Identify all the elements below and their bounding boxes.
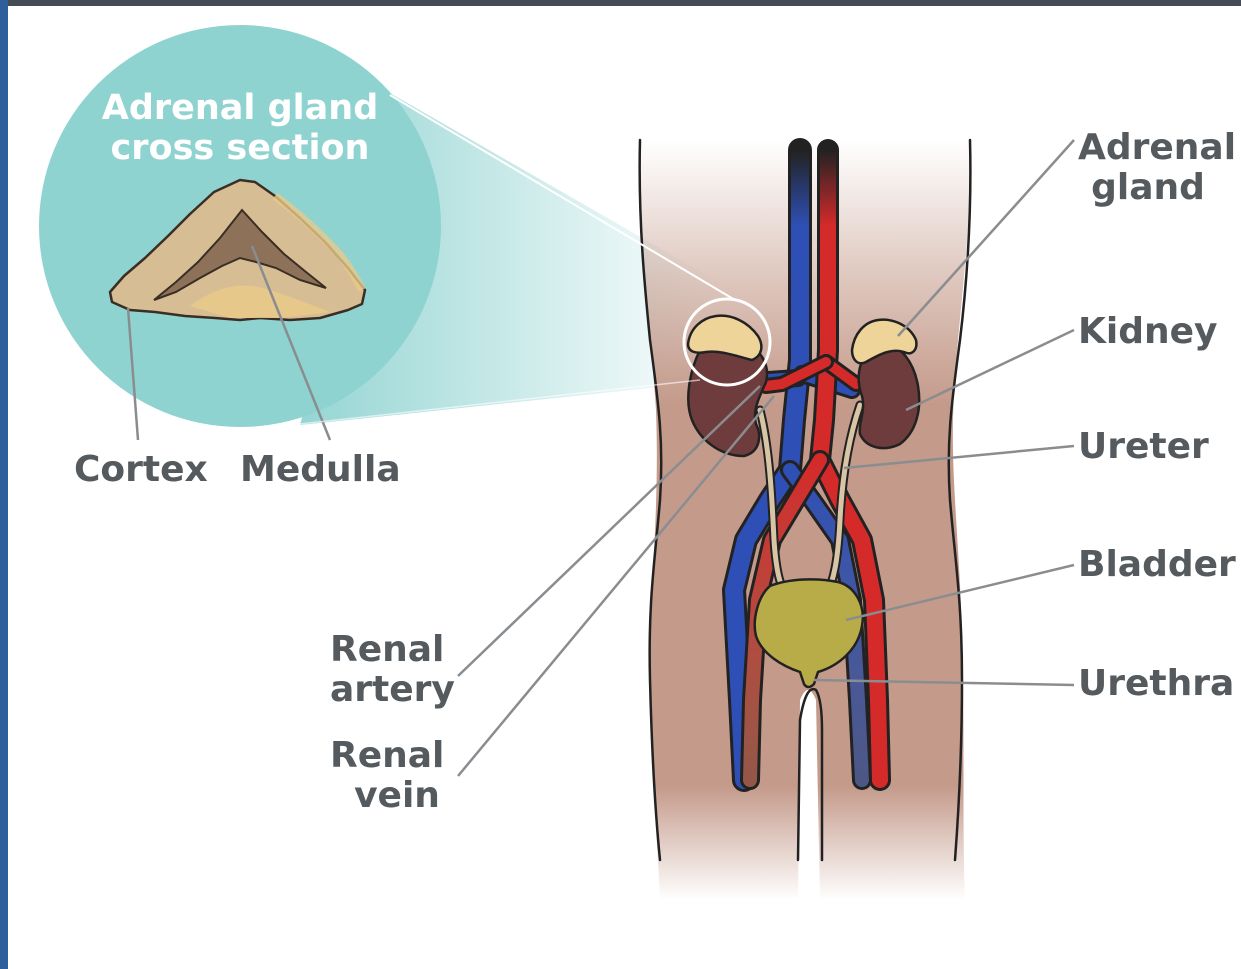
inset-title-line2: cross section	[80, 128, 400, 168]
adrenal-gland-label-line1: Adrenal	[1078, 128, 1218, 168]
bladder-label: Bladder	[1078, 545, 1236, 585]
renal-vein-label-line1: Renal	[330, 736, 442, 776]
cortex-label: Cortex	[74, 450, 208, 490]
medulla-label: Medulla	[240, 450, 401, 490]
adrenal-gland-label: Adrenal gland	[1078, 128, 1218, 208]
renal-artery-label-line2: artery	[330, 670, 442, 710]
inset-title-line1: Adrenal gland	[80, 88, 400, 128]
renal-vein-label: Renal vein	[330, 736, 442, 816]
adrenal-gland-label-line2: gland	[1078, 168, 1218, 208]
kidney-label: Kidney	[1078, 312, 1218, 352]
inset-title: Adrenal gland cross section	[80, 88, 400, 168]
renal-artery-label-line1: Renal	[330, 630, 442, 670]
renal-vein-label-line2: vein	[352, 776, 442, 816]
renal-artery-label: Renal artery	[330, 630, 442, 710]
ureter-label: Ureter	[1078, 427, 1209, 467]
urethra-label: Urethra	[1078, 664, 1234, 704]
